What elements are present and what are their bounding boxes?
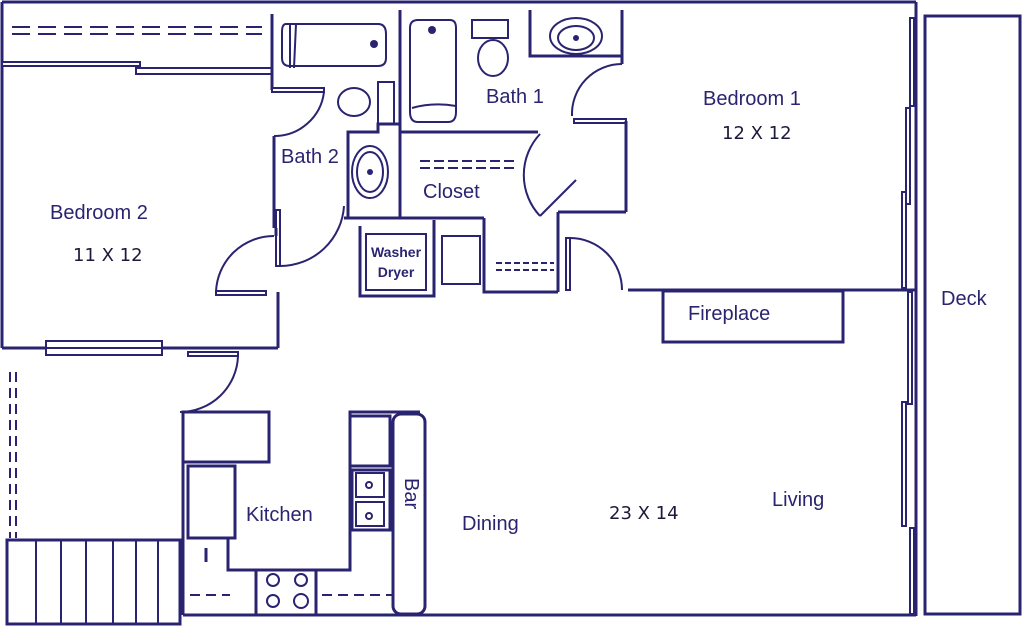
closet-rod-small: [496, 262, 554, 271]
toilet-bath2: [337, 81, 395, 125]
sink-bath2: [351, 145, 389, 199]
refrigerator: [186, 464, 237, 540]
room-label-deck: Deck: [941, 288, 987, 310]
closet-wall: [1, 61, 141, 67]
wall-dashed: [9, 372, 17, 538]
door-leaf: [187, 351, 239, 357]
room-label-bedroom2: Bedroom 2: [50, 202, 148, 224]
door-swing: [179, 355, 239, 413]
closet-rod-bedroom2: [12, 26, 262, 35]
washer-dryer: [365, 233, 427, 291]
toilet-bath1: [471, 19, 509, 77]
water-heater: [441, 235, 481, 285]
deck: [923, 14, 1022, 616]
dryer-label: Dryer: [377, 264, 415, 280]
room-label-bath1: Bath 1: [486, 86, 544, 108]
door-swing: [570, 63, 623, 117]
laundry-wall: [358, 220, 436, 298]
fireplace: [661, 289, 845, 344]
room-label-living: Living: [772, 489, 825, 511]
door-leaf: [275, 209, 281, 267]
door-swing: [215, 235, 275, 293]
room-label-laundry: Washer Dryer: [366, 242, 426, 282]
door-leaf: [565, 237, 571, 291]
room-label-bath2: Bath 2: [281, 146, 339, 168]
stairs: [5, 538, 182, 626]
room-label-closet: Closet: [423, 181, 480, 203]
closet-rod: [420, 160, 516, 169]
room-dimensions-bedroom1: 12 X 12: [722, 123, 792, 144]
bathtub-bath2: [281, 23, 387, 69]
door-leaf: [573, 118, 627, 124]
cabinet: [348, 414, 392, 468]
closet-wall: [135, 67, 273, 75]
door-leaf: [271, 87, 325, 93]
bar-counter: [391, 412, 427, 616]
door-swing: [522, 133, 541, 217]
room-label-kitchen: Kitchen: [246, 504, 313, 526]
stove: [254, 568, 318, 617]
interior-wall: [346, 122, 400, 218]
room-label-bar: Bar: [400, 478, 422, 510]
door-leaf: [539, 179, 577, 217]
room-label-bedroom1: Bedroom 1: [703, 88, 801, 110]
washer-label: Washer: [370, 244, 422, 260]
sink-bath1: [549, 17, 603, 55]
room-dimensions-living: 23 X 14: [609, 503, 679, 524]
room-dimensions-bedroom2: 11 X 12: [73, 245, 143, 266]
sliding-door-living: [901, 291, 915, 615]
kitchen-counter-outline: [226, 410, 420, 572]
sink-alcove-wall: [528, 10, 624, 58]
room-label-dining: Dining: [462, 513, 519, 535]
door-leaf: [215, 290, 267, 296]
door-swing: [569, 237, 623, 291]
door-swing: [279, 205, 345, 268]
room-label-fireplace: Fireplace: [688, 303, 771, 325]
sliding-door-bedroom1: [901, 17, 915, 289]
interior-wall: [482, 218, 558, 294]
bathtub-bath1: [409, 19, 457, 123]
door-swing: [273, 91, 325, 138]
sink-kitchen: [350, 468, 392, 532]
kitchen-counter: [181, 410, 271, 464]
